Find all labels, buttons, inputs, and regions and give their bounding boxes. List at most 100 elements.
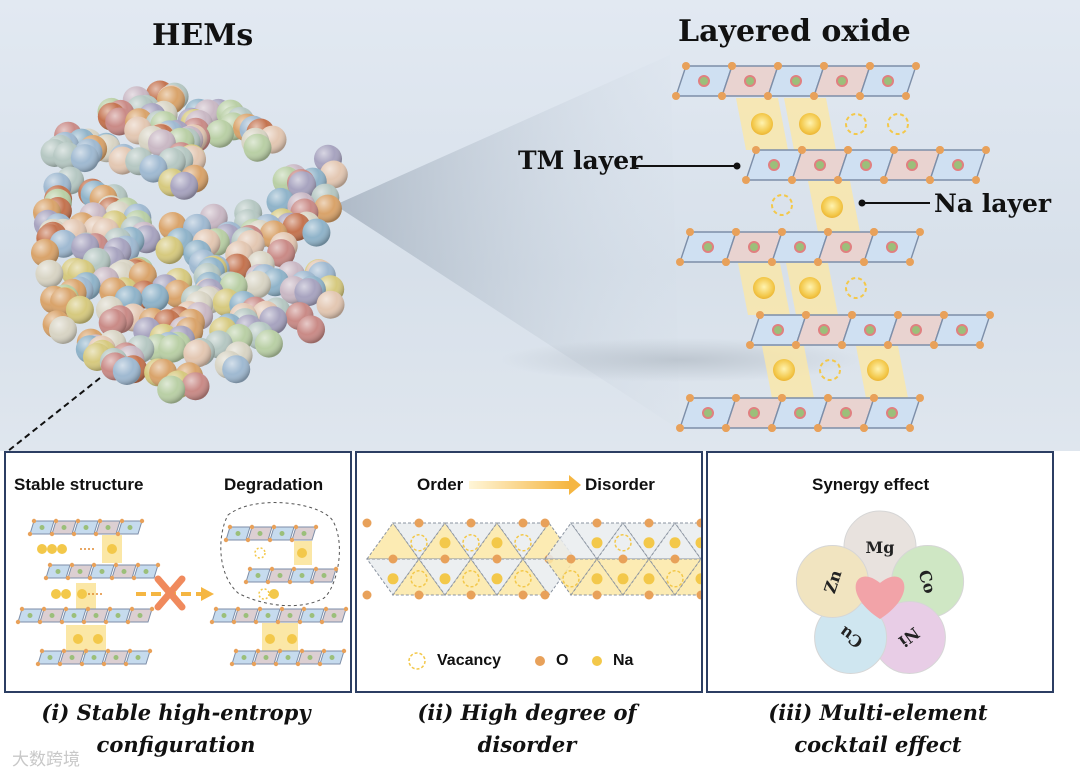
- tm-cation: [886, 241, 898, 253]
- element-label-mg: Mg: [866, 538, 895, 557]
- na-ion: [821, 196, 843, 218]
- mini-oxygen: [125, 619, 131, 625]
- degradation-label: Degradation: [224, 475, 324, 494]
- mini-oxygen: [27, 531, 33, 537]
- cross-mark: [154, 575, 186, 611]
- oxygen-atom: [824, 228, 832, 236]
- oxygen-atom: [696, 518, 701, 528]
- hems-cube: [31, 80, 348, 404]
- caption-iii-line1: (iii) Multi-element: [768, 700, 988, 725]
- sphere-shade: [243, 133, 272, 162]
- oxygen-atom: [916, 394, 924, 402]
- na-vacancy: [771, 194, 793, 216]
- mini-oxygen: [273, 661, 279, 667]
- oxygen-atom: [728, 62, 736, 70]
- mini-na: [107, 544, 117, 554]
- mini-tm: [47, 655, 53, 660]
- degradation-outline: [220, 502, 340, 607]
- mini-oxygen: [269, 566, 275, 572]
- mini-tm: [61, 525, 67, 530]
- oxygen-atom: [870, 228, 878, 236]
- tm-cation: [702, 407, 714, 419]
- mini-tm: [241, 655, 247, 660]
- mini-oxygen: [155, 562, 161, 568]
- mini-na: [57, 544, 67, 554]
- oxygen-atom: [746, 341, 754, 349]
- oxygen-atom: [752, 146, 760, 154]
- oxygen-atom: [388, 554, 398, 564]
- tm-cation: [882, 75, 894, 87]
- mini-oxygen: [267, 537, 273, 543]
- na-vacancy: [819, 359, 841, 381]
- sphere-shade: [35, 259, 64, 288]
- mini-oxygen: [275, 619, 281, 625]
- tm-cation: [952, 159, 964, 171]
- mini-tm: [265, 613, 271, 618]
- mini-oxygen: [31, 518, 37, 524]
- mini-tm: [121, 569, 127, 574]
- sphere-shade: [313, 194, 342, 223]
- mini-na: [93, 634, 103, 644]
- mini-oxygen: [229, 661, 235, 667]
- mini-oxygen: [279, 606, 285, 612]
- na-ion: [643, 537, 655, 549]
- layered-oxide-title: Layered oxide: [678, 14, 911, 49]
- oxygen-atom: [414, 518, 424, 528]
- mini-tm: [143, 569, 149, 574]
- oxygen-atom: [618, 554, 628, 564]
- oxygen-atom: [670, 554, 680, 564]
- na-vacancy: [845, 113, 867, 135]
- mini-na: [265, 634, 275, 644]
- oxygen-atom: [866, 62, 874, 70]
- mini-oxygen: [37, 619, 43, 625]
- mini-oxygen: [57, 661, 63, 667]
- synergy-effect-label: Synergy effect: [812, 475, 930, 494]
- na-ion: [617, 573, 629, 585]
- oxygen-atom: [644, 518, 654, 528]
- legend-vacancy: Vacancy: [437, 652, 502, 669]
- mini-tm: [277, 573, 283, 578]
- mini-oxygen: [287, 579, 293, 585]
- sphere-shade: [170, 171, 199, 200]
- sphere-shade: [288, 171, 317, 200]
- mini-tm: [49, 613, 55, 618]
- na-ion: [669, 537, 681, 549]
- oxygen-atom: [788, 176, 796, 184]
- mini-oxygen: [321, 648, 327, 654]
- mini-oxygen: [103, 619, 109, 625]
- oxygen-atom: [718, 92, 726, 100]
- oxygen-atom: [976, 341, 984, 349]
- tm-cation: [840, 407, 852, 419]
- caption-i-line2: configuration: [96, 732, 256, 757]
- na-ion: [387, 573, 399, 585]
- oxygen-atom: [926, 176, 934, 184]
- mini-oxygen: [93, 531, 99, 537]
- zoom-dashed-line: [7, 377, 101, 451]
- zoom-beam: [335, 55, 680, 430]
- lattice-triangle: [674, 558, 701, 596]
- mini-vacancy: [258, 588, 270, 600]
- oxygen-atom: [848, 311, 856, 319]
- mini-tm: [105, 525, 111, 530]
- order-disorder-arrow: [469, 481, 569, 489]
- mini-oxygen: [235, 606, 241, 612]
- tm-cation: [818, 324, 830, 336]
- mini-na: [51, 589, 61, 599]
- mini-tm: [279, 531, 285, 536]
- sphere-shade: [140, 283, 169, 312]
- legend-vacancy-symbol: [408, 652, 426, 670]
- tm-cation: [772, 324, 784, 336]
- mini-oxygen: [91, 562, 97, 568]
- oxygen-atom: [492, 554, 502, 564]
- tm-cation: [768, 159, 780, 171]
- mini-oxygen: [319, 619, 325, 625]
- oxygen-atom: [792, 341, 800, 349]
- sphere-shade: [112, 357, 141, 385]
- mini-tm: [135, 655, 141, 660]
- sphere-shade: [157, 375, 186, 404]
- mini-oxygen: [251, 661, 257, 667]
- sphere-shade: [181, 372, 210, 401]
- mini-oxygen: [39, 648, 45, 654]
- oxygen-atom: [768, 424, 776, 432]
- mini-tm: [71, 613, 77, 618]
